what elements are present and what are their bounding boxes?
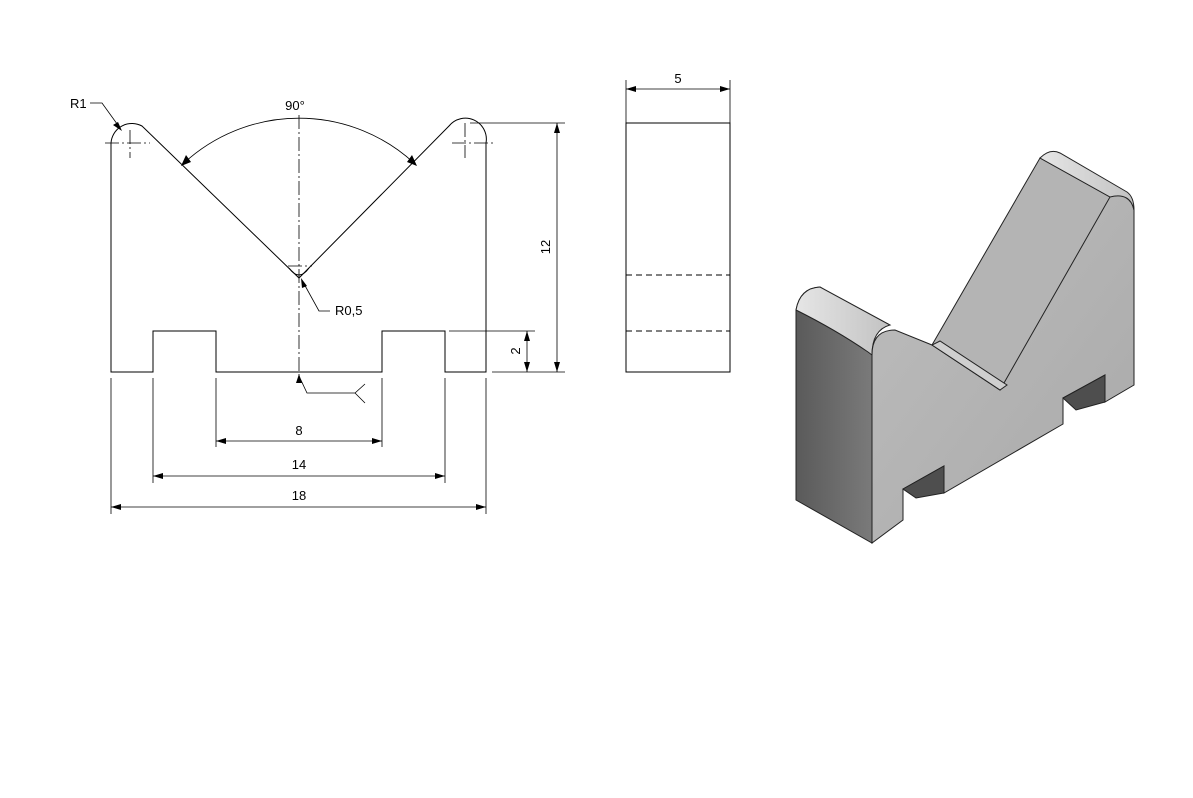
center-mark-right: [452, 123, 495, 158]
arrowhead: [435, 473, 445, 479]
arrowhead: [720, 86, 730, 92]
dim-label-8: 8: [295, 423, 302, 438]
arrowhead: [113, 122, 122, 131]
radius-top-label: R1: [70, 96, 87, 111]
arrowhead: [524, 362, 530, 372]
arrowhead: [111, 504, 121, 510]
arrowhead: [153, 473, 163, 479]
front-outline: [110, 117, 487, 373]
surface-finish-leader: [298, 375, 366, 394]
arrowhead: [476, 504, 486, 510]
iso-slot-left: [902, 465, 945, 499]
arrowhead: [407, 155, 417, 166]
iso-v-inner: [931, 340, 1008, 391]
angle-label: 90°: [285, 98, 305, 113]
dim-label-18: 18: [292, 488, 306, 503]
arrowhead: [181, 155, 191, 166]
dim-label-14: 14: [292, 457, 306, 472]
arrowhead: [372, 438, 382, 444]
arrowhead: [301, 278, 307, 288]
angle-dimension-arc: [183, 117, 415, 164]
isometric-view: [795, 150, 1135, 544]
arrowhead: [626, 86, 636, 92]
side-view: 5: [625, 71, 731, 373]
side-outline: [625, 122, 731, 373]
r1-leader: [90, 102, 121, 129]
arrowhead: [296, 374, 302, 383]
dim-label-5: 5: [674, 71, 681, 86]
iso-left-top: [795, 286, 892, 356]
arrowhead: [554, 362, 560, 372]
radius-vertex-label: R0,5: [335, 303, 362, 318]
arrowhead: [524, 331, 530, 341]
center-mark-left: [105, 130, 150, 158]
surface-finish-symbol: [354, 392, 366, 404]
r05-leader: [302, 281, 330, 312]
dim-label-2: 2: [508, 347, 523, 354]
iso-right-top: [1039, 150, 1135, 211]
arrowhead: [216, 438, 226, 444]
arrowhead: [554, 123, 560, 133]
front-view: 90° R1 R0,5 8 14 18: [70, 96, 565, 514]
iso-slot-right: [1062, 374, 1106, 411]
dim-label-12: 12: [538, 240, 553, 254]
